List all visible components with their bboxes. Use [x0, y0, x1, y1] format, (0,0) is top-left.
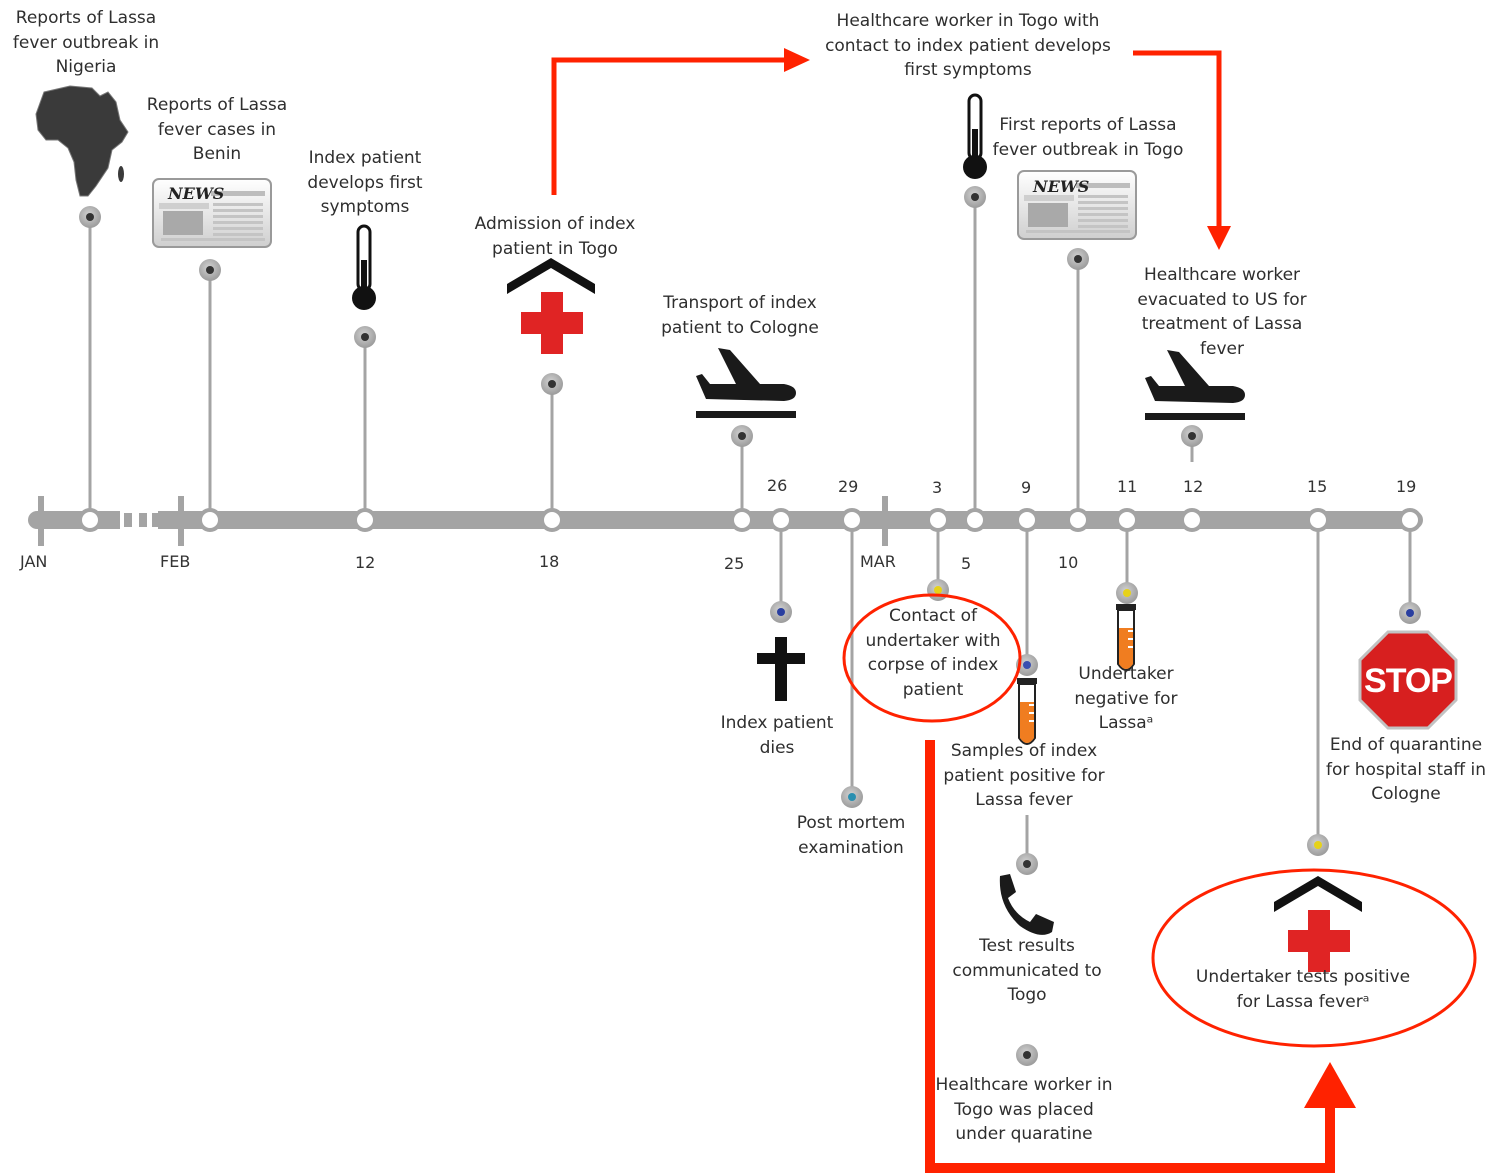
event-label-togo-outbreak: First reports of Lassa fever outbreak in… — [992, 115, 1184, 160]
date-label: 11 — [1117, 477, 1138, 496]
event-label-index-dies: Index patient dies — [720, 713, 834, 758]
event-label-quarantine-togo: Healthcare worker in Togo was placed und… — [935, 1075, 1113, 1144]
month-label-feb: FEB — [160, 552, 191, 571]
thermometer-icon-index — [350, 224, 378, 312]
month-marker-feb — [178, 496, 184, 546]
date-label: 9 — [1021, 478, 1032, 497]
event-label-nigeria: Reports of Lassa fever outbreak in Niger… — [12, 8, 160, 77]
date-label: 25 — [724, 554, 745, 573]
thermometer-icon-hcw — [961, 93, 989, 181]
date-label: 12 — [1183, 477, 1204, 496]
plane-icon-cologne — [696, 348, 796, 418]
event-label-index-symptoms: Index patient develops first symptoms — [307, 148, 423, 217]
news-icon-text: NEWS — [1033, 177, 1090, 196]
news-icon-text: NEWS — [168, 184, 225, 203]
event-label-undertaker-positive: Undertaker tests positive for Lassa feve… — [1195, 967, 1411, 1012]
madagascar-shape — [118, 166, 124, 182]
hospital-icon-admission — [507, 258, 595, 354]
date-label: 3 — [932, 478, 943, 497]
axis-points — [78, 508, 1422, 532]
month-label-mar: MAR — [860, 552, 896, 571]
event-label-benin: Reports of Lassa fever cases in Benin — [146, 95, 288, 164]
date-label: 15 — [1307, 477, 1328, 496]
date-label: 12 — [355, 553, 376, 572]
africa-map-icon — [35, 85, 129, 197]
timeline-axis — [28, 511, 1423, 529]
cross-icon — [757, 637, 805, 701]
date-label: 19 — [1396, 477, 1417, 496]
date-label: 18 — [539, 552, 560, 571]
date-label: 29 — [838, 477, 859, 496]
event-label-admission: Admission of index patient in Togo — [474, 214, 636, 259]
highlight-annotations — [551, 50, 1477, 1173]
month-label-jan: JAN — [20, 552, 48, 571]
stop-sign-icon — [1358, 630, 1458, 730]
event-label-hcw-symptoms: Healthcare worker in Togo with contact t… — [825, 11, 1111, 80]
event-label-end-quarantine: End of quarantine for hospital staff in … — [1325, 735, 1487, 804]
highlight-arrowheads — [784, 48, 1356, 1108]
axis-break-dash — [124, 513, 132, 527]
event-label-test-results: Test results communicated to Togo — [952, 936, 1102, 1005]
test-tube-icon-undertaker — [1115, 603, 1137, 671]
event-label-evacuated: Healthcare worker evacuated to US for tr… — [1137, 265, 1307, 359]
date-label: 5 — [961, 554, 972, 573]
test-tube-icon-samples — [1016, 677, 1038, 745]
axis-break-dash — [139, 513, 147, 527]
month-marker-jan — [38, 496, 44, 546]
event-label-contact: Contact of undertaker with corpse of ind… — [865, 606, 1001, 700]
date-label: 10 — [1058, 553, 1079, 572]
month-marker-mar — [882, 496, 888, 546]
event-label-undertaker-negative: Undertaker negative for Lassaᵃ — [1074, 664, 1178, 733]
event-label-transport: Transport of index patient to Cologne — [661, 293, 819, 338]
axis-break-dash — [152, 513, 158, 527]
hospital-icon-undertaker — [1274, 876, 1362, 972]
date-label: 26 — [767, 476, 788, 495]
event-label-postmortem: Post mortem examination — [796, 813, 906, 858]
stop-sign-text: STOP — [1364, 662, 1453, 700]
phone-icon — [999, 874, 1054, 935]
event-label-samples: Samples of index patient positive for La… — [943, 741, 1105, 810]
